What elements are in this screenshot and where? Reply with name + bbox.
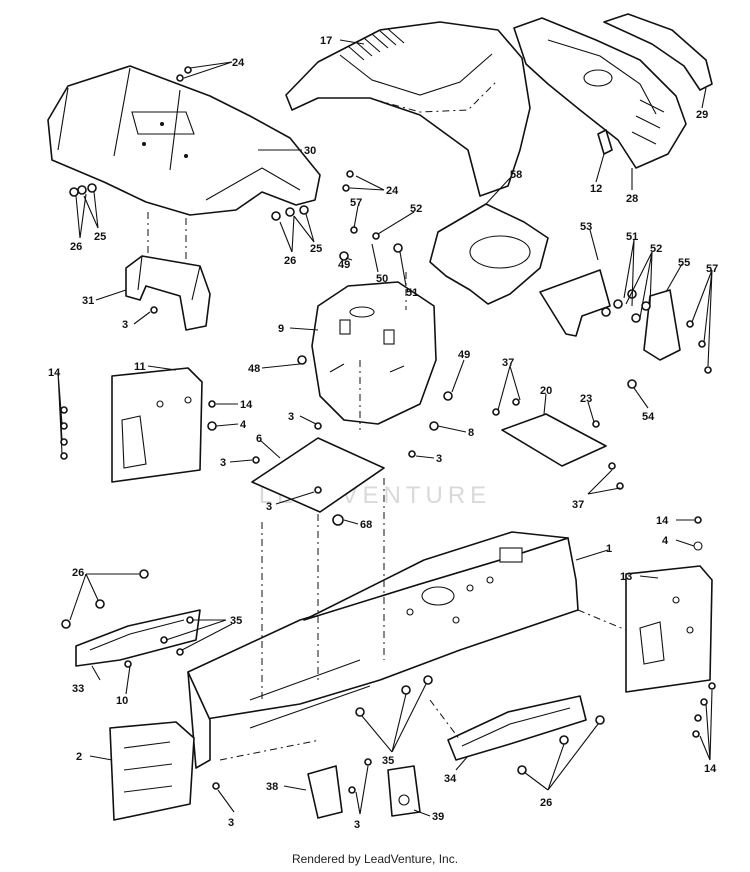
callout-3: 3 <box>436 453 442 465</box>
bracket-12 <box>597 129 613 155</box>
callout-30: 30 <box>304 145 316 157</box>
callout-14: 14 <box>48 367 61 379</box>
callout-68: 68 <box>360 519 372 531</box>
callout-37: 37 <box>502 357 514 369</box>
left-side-panel <box>111 367 203 483</box>
callout-26: 26 <box>72 567 84 579</box>
callout-14: 14 <box>704 763 717 775</box>
left-footrest <box>75 609 201 667</box>
callout-26: 26 <box>284 255 296 267</box>
callout-14: 14 <box>656 515 669 527</box>
callout-38: 38 <box>266 781 278 793</box>
callout-10: 10 <box>116 695 128 707</box>
callout-58: 58 <box>510 169 522 181</box>
headlight-cover <box>603 13 713 91</box>
callout-33: 33 <box>72 683 84 695</box>
fender-bracket <box>125 255 211 331</box>
callout-52: 52 <box>410 203 422 215</box>
callout-55: 55 <box>678 257 690 269</box>
callout-53: 53 <box>580 221 592 233</box>
hardware <box>60 66 716 794</box>
callout-50: 50 <box>376 273 388 285</box>
rear-fender <box>47 65 321 216</box>
callout-57: 57 <box>706 263 718 275</box>
bracket-55 <box>643 289 681 361</box>
bracket-39 <box>387 765 421 817</box>
callout-4: 4 <box>662 535 669 547</box>
callout-49: 49 <box>458 349 470 361</box>
callout-14: 14 <box>240 399 253 411</box>
callout-8: 8 <box>468 427 474 439</box>
callout-31: 31 <box>82 295 94 307</box>
bracket-38 <box>307 765 343 819</box>
callout-26: 26 <box>540 797 552 809</box>
callout-29: 29 <box>696 109 708 121</box>
callout-39: 39 <box>432 811 444 823</box>
callout-3: 3 <box>122 319 128 331</box>
callout-54: 54 <box>642 411 655 423</box>
front-plate <box>109 721 195 821</box>
callout-3: 3 <box>266 501 272 513</box>
battery-plate <box>251 437 385 513</box>
callout-25: 25 <box>310 243 322 255</box>
leader-lines <box>57 39 713 817</box>
callout-13: 13 <box>620 571 632 583</box>
callout-24: 24 <box>232 57 245 69</box>
grille-nose <box>513 17 687 169</box>
hood <box>285 21 531 197</box>
callout-57: 57 <box>350 197 362 209</box>
callout-12: 12 <box>590 183 602 195</box>
callout-48: 48 <box>248 363 260 375</box>
callout-3: 3 <box>220 457 226 469</box>
callout-34: 34 <box>444 773 457 785</box>
callout-24: 24 <box>386 185 399 197</box>
callout-35: 35 <box>230 615 242 627</box>
callout-3: 3 <box>228 817 234 829</box>
callout-9: 9 <box>278 323 284 335</box>
callout-52: 52 <box>650 243 662 255</box>
callout-3: 3 <box>288 411 294 423</box>
right-footrest <box>447 695 587 761</box>
main-frame <box>187 531 579 769</box>
callout-28: 28 <box>626 193 638 205</box>
callout-23: 23 <box>580 393 592 405</box>
callout-26: 26 <box>70 241 82 253</box>
callout-51: 51 <box>626 231 638 243</box>
footer-credit: Rendered by LeadVenture, Inc. <box>291 852 459 866</box>
callout-49: 49 <box>338 259 350 271</box>
callout-2: 2 <box>76 751 82 763</box>
dash-console <box>311 281 437 425</box>
bracket-53 <box>539 269 611 337</box>
callout-51: 51 <box>406 287 418 299</box>
callout-17: 17 <box>320 35 332 47</box>
assembly-lines <box>147 212 627 761</box>
callout-4: 4 <box>240 419 247 431</box>
callout-37: 37 <box>572 499 584 511</box>
callout-35: 35 <box>382 755 394 767</box>
callout-6: 6 <box>256 433 262 445</box>
callout-3: 3 <box>354 819 360 831</box>
callout-labels: 24 17 30 24 26 25 26 25 57 52 49 50 51 5… <box>48 35 718 831</box>
fuel-tank-shield <box>429 203 549 305</box>
callout-1: 1 <box>606 543 612 555</box>
mounting-plate <box>501 413 607 467</box>
callout-11: 11 <box>134 361 146 373</box>
callout-25: 25 <box>94 231 106 243</box>
right-side-panel <box>625 565 713 693</box>
callout-20: 20 <box>540 385 552 397</box>
